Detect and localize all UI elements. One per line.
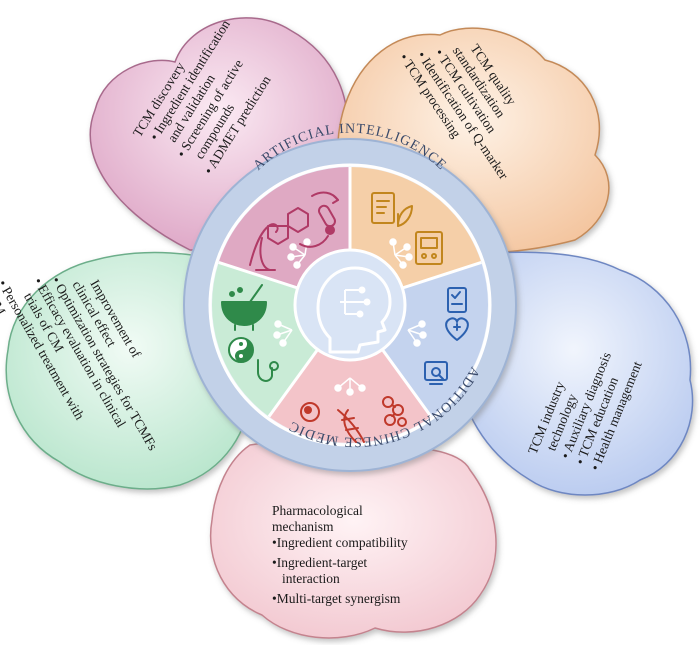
mechanism-line-5: interaction xyxy=(282,571,340,586)
mechanism-line-1: Pharmacological xyxy=(272,503,363,518)
analyzer-machine-icon xyxy=(415,231,443,265)
petal-text-mechanism: Pharmacological mechanism •Ingredient co… xyxy=(272,503,408,606)
yin-yang-icon xyxy=(228,337,254,363)
monitor-search-icon xyxy=(424,361,448,385)
network-nodes xyxy=(273,238,427,396)
stethoscope-icon xyxy=(257,359,279,382)
mortar-pestle-icon xyxy=(221,284,267,331)
ai-head-circuit-icon xyxy=(293,248,407,362)
dna-icon xyxy=(337,409,365,443)
heart-medical-icon xyxy=(445,317,469,341)
clinical-line-7: CM xyxy=(0,292,9,318)
protein-icon xyxy=(382,396,407,427)
molecule-icon xyxy=(267,207,309,245)
cell-icon xyxy=(300,402,320,422)
mechanism-line-4: •Ingredient-target xyxy=(272,555,367,570)
mechanism-line-3: •Ingredient compatibility xyxy=(272,535,408,550)
mechanism-line-6: •Multi-target synergism xyxy=(272,591,401,606)
clipboard-checklist-icon xyxy=(447,287,467,313)
curved-arrow-icon xyxy=(299,191,339,248)
capsule-icon xyxy=(318,204,336,235)
document-leaf-icon xyxy=(371,192,413,227)
mechanism-line-2: mechanism xyxy=(272,519,334,534)
petal-text-discovery: TCM discovery • Ingredient identificatio… xyxy=(130,17,274,177)
